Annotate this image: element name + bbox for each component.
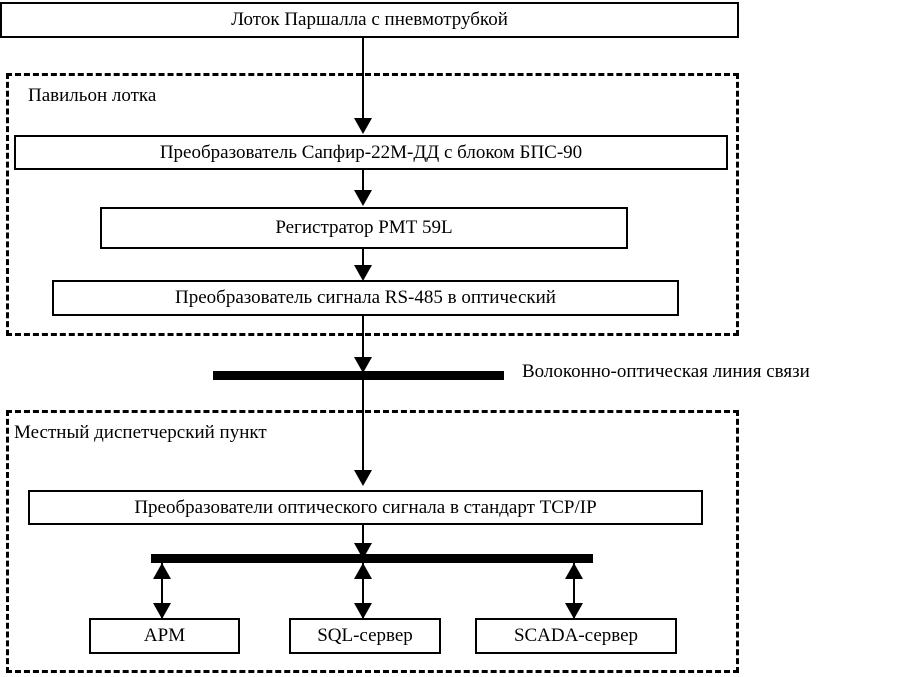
region-dispatch-point	[6, 410, 739, 673]
box-terminal-arm[interactable]: АРМ	[89, 618, 240, 654]
box-terminal-sql-server-label: SQL-сервер	[317, 625, 413, 647]
connector-tcpip-to-bus	[362, 525, 364, 557]
arrowhead-scada-down	[565, 603, 583, 619]
box-optical-to-tcpip[interactable]: Преобразователи оптического сигнала в ст…	[28, 490, 703, 525]
box-parshall-flume-label: Лоток Паршалла с пневмотрубкой	[231, 9, 508, 31]
arrowhead-arm-down	[153, 603, 171, 619]
connector-source-to-transducer	[362, 38, 364, 122]
box-transducer-sapphire[interactable]: Преобразователь Сапфир-22М-ДД с блоком Б…	[14, 135, 728, 170]
region-pavilion-title: Павильон лотка	[28, 85, 157, 106]
box-registrator-rmt-label: Регистратор РМТ 59L	[275, 217, 453, 239]
arrowhead-fiber-to-dispatch	[354, 470, 372, 486]
connector-rs485-to-fiber	[362, 316, 364, 363]
arrowhead-registrator-to-rs485	[354, 265, 372, 281]
box-rs485-to-optical-label: Преобразователь сигнала RS-485 в оптичес…	[175, 287, 556, 309]
box-terminal-scada-server-label: SCADA-сервер	[513, 625, 639, 647]
box-transducer-sapphire-label: Преобразователь Сапфир-22М-ДД с блоком Б…	[159, 141, 583, 163]
box-terminal-sql-server[interactable]: SQL-сервер	[289, 618, 441, 654]
region-pavilion	[6, 73, 739, 336]
connector-transducer-to-registrator	[362, 170, 364, 194]
arrowhead-scada-up	[565, 563, 583, 579]
box-terminal-arm-label: АРМ	[143, 625, 186, 647]
box-registrator-rmt[interactable]: Регистратор РМТ 59L	[100, 207, 628, 249]
arrowhead-rs485-to-fiber	[354, 357, 372, 373]
connector-bus-to-sql	[362, 563, 364, 619]
connector-bus-to-scada	[573, 563, 575, 619]
box-terminal-scada-server[interactable]: SCADA-сервер	[475, 618, 677, 654]
arrowhead-sql-down	[354, 603, 372, 619]
box-parshall-flume[interactable]: Лоток Паршалла с пневмотрубкой	[0, 2, 739, 38]
connector-bus-to-arm	[161, 563, 163, 619]
box-rs485-to-optical[interactable]: Преобразователь сигнала RS-485 в оптичес…	[52, 280, 679, 316]
fiber-optic-link-caption: Волоконно-оптическая линия связи	[522, 361, 810, 382]
arrowhead-source-to-transducer	[354, 118, 372, 134]
connector-fiber-to-dispatch	[362, 380, 364, 474]
ethernet-bus-bar	[151, 554, 593, 563]
arrowhead-arm-up	[153, 563, 171, 579]
arrowhead-sql-up	[354, 563, 372, 579]
connector-registrator-to-rs485	[362, 249, 364, 274]
region-dispatch-point-title: Местный диспетчерский пункт	[14, 422, 267, 443]
fiber-optic-link-bar	[213, 371, 504, 380]
box-optical-to-tcpip-label: Преобразователи оптического сигнала в ст…	[134, 496, 597, 518]
arrowhead-transducer-to-registrator	[354, 190, 372, 206]
